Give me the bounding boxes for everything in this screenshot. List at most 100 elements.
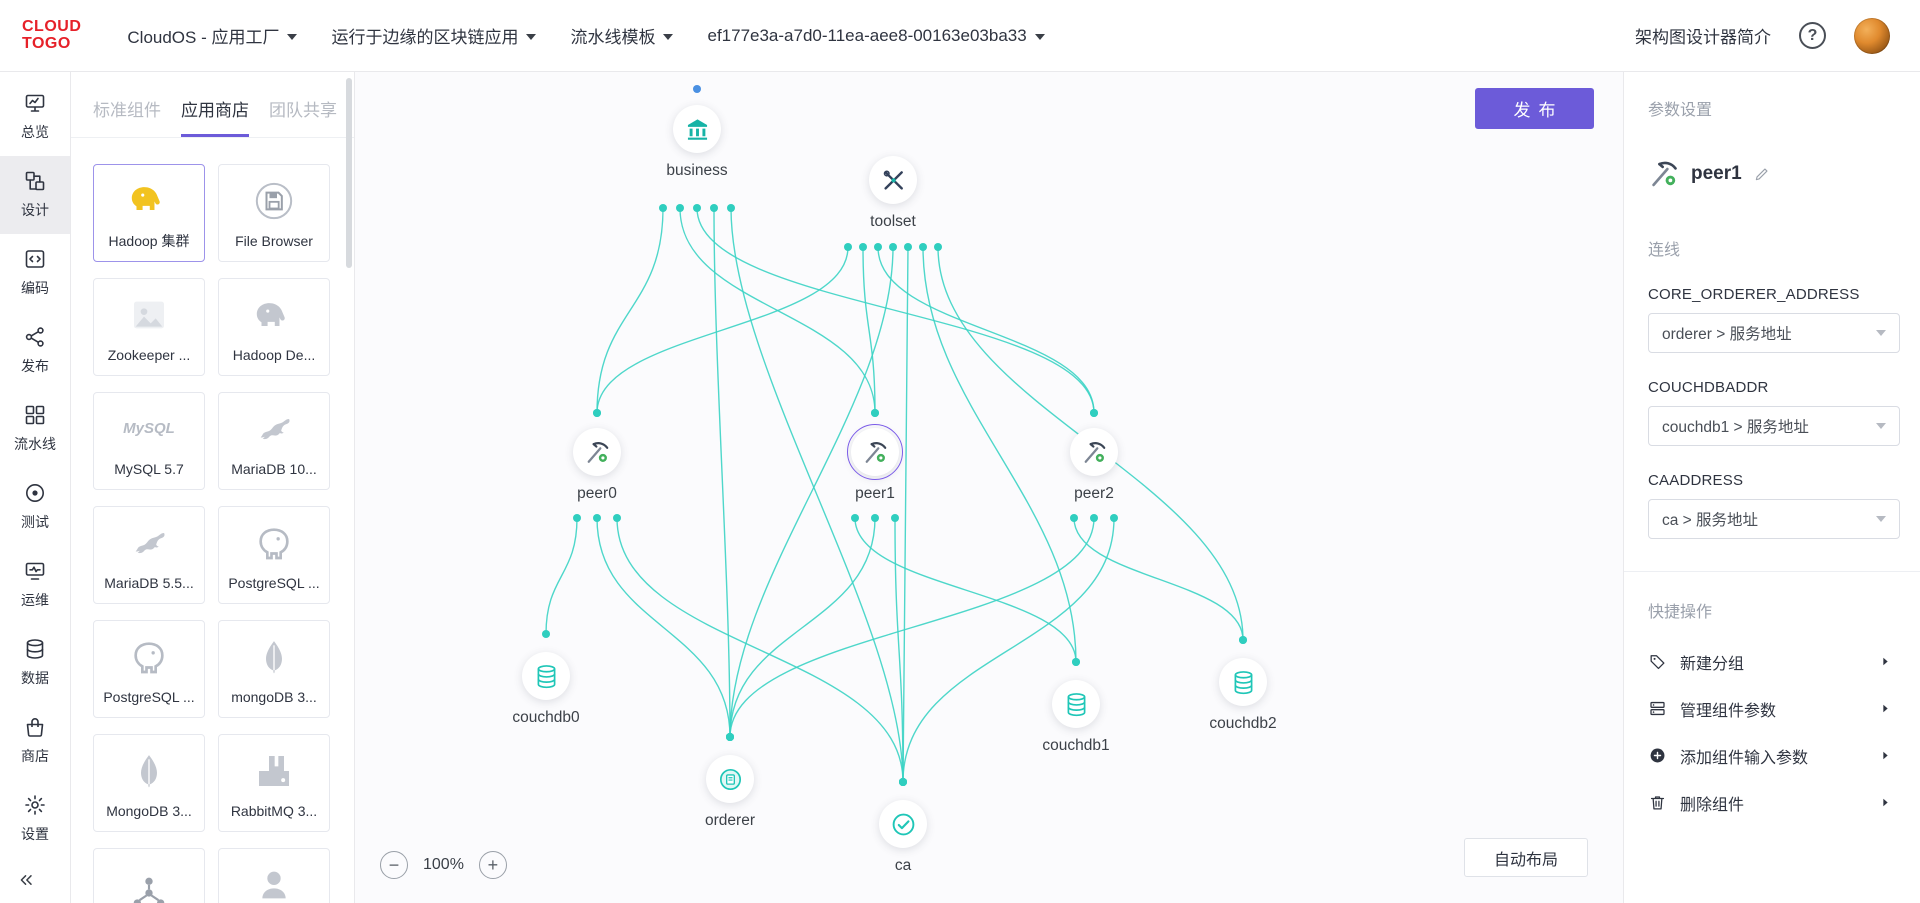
menu-pipeline-template[interactable]: 流水线模板	[570, 23, 674, 48]
collapse-sidebar-button[interactable]	[0, 857, 70, 903]
auto-layout-button[interactable]: 自动布局	[1464, 838, 1588, 877]
component-card-mongodb-1[interactable]: mongoDB 3...	[218, 620, 330, 718]
port-dot[interactable]	[874, 243, 882, 251]
panel-scrollbar[interactable]	[346, 78, 352, 268]
menu-project[interactable]: 运行于边缘的区块链应用	[331, 23, 537, 48]
edge-toolset-ca[interactable]	[902, 246, 909, 783]
sidebar-item-test[interactable]: 测试	[0, 468, 70, 546]
sidebar-item-store[interactable]: 商店	[0, 701, 70, 779]
edge-toolset-peer2[interactable]	[877, 246, 1095, 414]
port-dot[interactable]	[934, 243, 942, 251]
port-dot[interactable]	[844, 243, 852, 251]
edge-peer1-couchdb1[interactable]	[854, 517, 1077, 663]
designer-intro-link[interactable]: 架构图设计器简介	[1635, 28, 1771, 47]
node-peer2[interactable]: peer2	[1070, 428, 1118, 502]
action-delete-component[interactable]: 删除组件	[1648, 779, 1892, 826]
zoom-out-button[interactable]: −	[380, 851, 408, 879]
edge-business-peer0[interactable]	[596, 207, 664, 414]
edge-peer0-couchdb0[interactable]	[545, 517, 578, 635]
port-dot[interactable]	[542, 630, 550, 638]
component-card-hadoop-de[interactable]: Hadoop De...	[218, 278, 330, 376]
port-dot[interactable]	[659, 204, 667, 212]
node-orderer[interactable]: orderer	[705, 755, 755, 829]
component-card-network[interactable]	[93, 848, 205, 903]
sidebar-item-ops[interactable]: 运维	[0, 545, 70, 623]
port-dot[interactable]	[593, 514, 601, 522]
node-couchdb0[interactable]: couchdb0	[512, 652, 580, 726]
port-dot[interactable]	[871, 409, 879, 417]
action-manage-component-params[interactable]: 管理组件参数	[1648, 685, 1892, 732]
component-card-file-browser[interactable]: File Browser	[218, 164, 330, 262]
port-dot[interactable]	[899, 778, 907, 786]
edit-name-icon[interactable]	[1753, 165, 1771, 183]
port-dot[interactable]	[1239, 636, 1247, 644]
caaddress-select[interactable]: ca > 服务地址	[1648, 499, 1900, 539]
design-canvas[interactable]: business toolset peer0 peer1 peer2 couchdb0 co…	[355, 72, 1623, 903]
edge-peer2-ca[interactable]	[902, 517, 1115, 783]
port-dot[interactable]	[1090, 514, 1098, 522]
port-dot[interactable]	[871, 514, 879, 522]
edge-toolset-couchdb1[interactable]	[922, 246, 1077, 663]
sidebar-item-code[interactable]: 编码	[0, 234, 70, 312]
edge-toolset-peer1[interactable]	[862, 246, 876, 414]
tab-standard-components[interactable]: 标准组件	[93, 101, 161, 120]
couchdbaddr-select[interactable]: couchdb1 > 服务地址	[1648, 406, 1900, 446]
node-toolset[interactable]: toolset	[869, 156, 917, 230]
port-dot[interactable]	[710, 204, 718, 212]
action-new-group[interactable]: 新建分组	[1648, 638, 1892, 685]
port-dot[interactable]	[1072, 658, 1080, 666]
node-ca[interactable]: ca	[879, 800, 927, 874]
port-dot[interactable]	[859, 243, 867, 251]
sidebar-item-pipeline[interactable]: 流水线	[0, 390, 70, 468]
port-dot[interactable]	[676, 204, 684, 212]
sidebar-item-data[interactable]: 数据	[0, 623, 70, 701]
help-icon[interactable]: ?	[1799, 22, 1826, 49]
port-dot[interactable]	[693, 85, 701, 93]
port-dot[interactable]	[613, 514, 621, 522]
edge-peer1-ca[interactable]	[894, 517, 904, 783]
component-card-postgresql-2[interactable]: PostgreSQL ...	[93, 620, 205, 718]
port-dot[interactable]	[889, 243, 897, 251]
node-couchdb2[interactable]: couchdb2	[1209, 658, 1277, 732]
edge-peer1-orderer[interactable]	[729, 517, 876, 738]
edge-peer2-couchdb2[interactable]	[1073, 517, 1244, 641]
port-dot[interactable]	[1090, 409, 1098, 417]
component-card-rabbitmq[interactable]: RabbitMQ 3...	[218, 734, 330, 832]
action-add-input-param[interactable]: 添加组件输入参数	[1648, 732, 1892, 779]
port-dot[interactable]	[1070, 514, 1078, 522]
port-dot[interactable]	[727, 204, 735, 212]
component-card-mariadb-10[interactable]: MariaDB 10...	[218, 392, 330, 490]
port-dot[interactable]	[593, 409, 601, 417]
edge-toolset-peer0[interactable]	[596, 246, 849, 414]
component-card-hadoop-cluster[interactable]: Hadoop 集群	[93, 164, 205, 262]
port-dot[interactable]	[919, 243, 927, 251]
tab-app-store[interactable]: 应用商店	[181, 96, 249, 137]
edge-business-peer2[interactable]	[696, 207, 1095, 414]
port-dot[interactable]	[693, 204, 701, 212]
sidebar-item-settings[interactable]: 设置	[0, 779, 70, 857]
avatar[interactable]	[1854, 17, 1890, 54]
port-dot[interactable]	[573, 514, 581, 522]
node-business[interactable]: business	[666, 105, 728, 179]
port-dot[interactable]	[1110, 514, 1118, 522]
sidebar-item-overview[interactable]: 总览	[0, 78, 70, 156]
component-card-postgresql-1[interactable]: PostgreSQL ...	[218, 506, 330, 604]
node-peer0[interactable]: peer0	[573, 428, 621, 502]
port-dot[interactable]	[891, 514, 899, 522]
publish-button[interactable]: 发布	[1475, 88, 1594, 129]
cloudtogo-logo[interactable]: CLOUD TOGO	[22, 18, 81, 53]
component-card-jenkins[interactable]: Jenkins	[218, 848, 330, 903]
component-card-zookeeper[interactable]: Zookeeper ...	[93, 278, 205, 376]
edge-peer0-orderer[interactable]	[596, 517, 731, 738]
edge-peer0-ca[interactable]	[616, 517, 904, 783]
component-card-mariadb-55[interactable]: MariaDB 5.5...	[93, 506, 205, 604]
sidebar-item-design[interactable]: 设计	[0, 155, 70, 234]
node-couchdb1[interactable]: couchdb1	[1042, 680, 1110, 754]
menu-product[interactable]: CloudOS - 应用工厂	[127, 23, 298, 48]
tab-team-shared[interactable]: 团队共享	[269, 101, 337, 120]
menu-instance-id[interactable]: ef177e3a-a7d0-11ea-aee8-00163e03ba33	[707, 26, 1045, 46]
edge-business-ca[interactable]	[730, 207, 904, 783]
sidebar-item-release[interactable]: 发布	[0, 312, 70, 390]
node-peer1[interactable]: peer1	[847, 424, 903, 502]
core-orderer-address-select[interactable]: orderer > 服务地址	[1648, 313, 1900, 353]
